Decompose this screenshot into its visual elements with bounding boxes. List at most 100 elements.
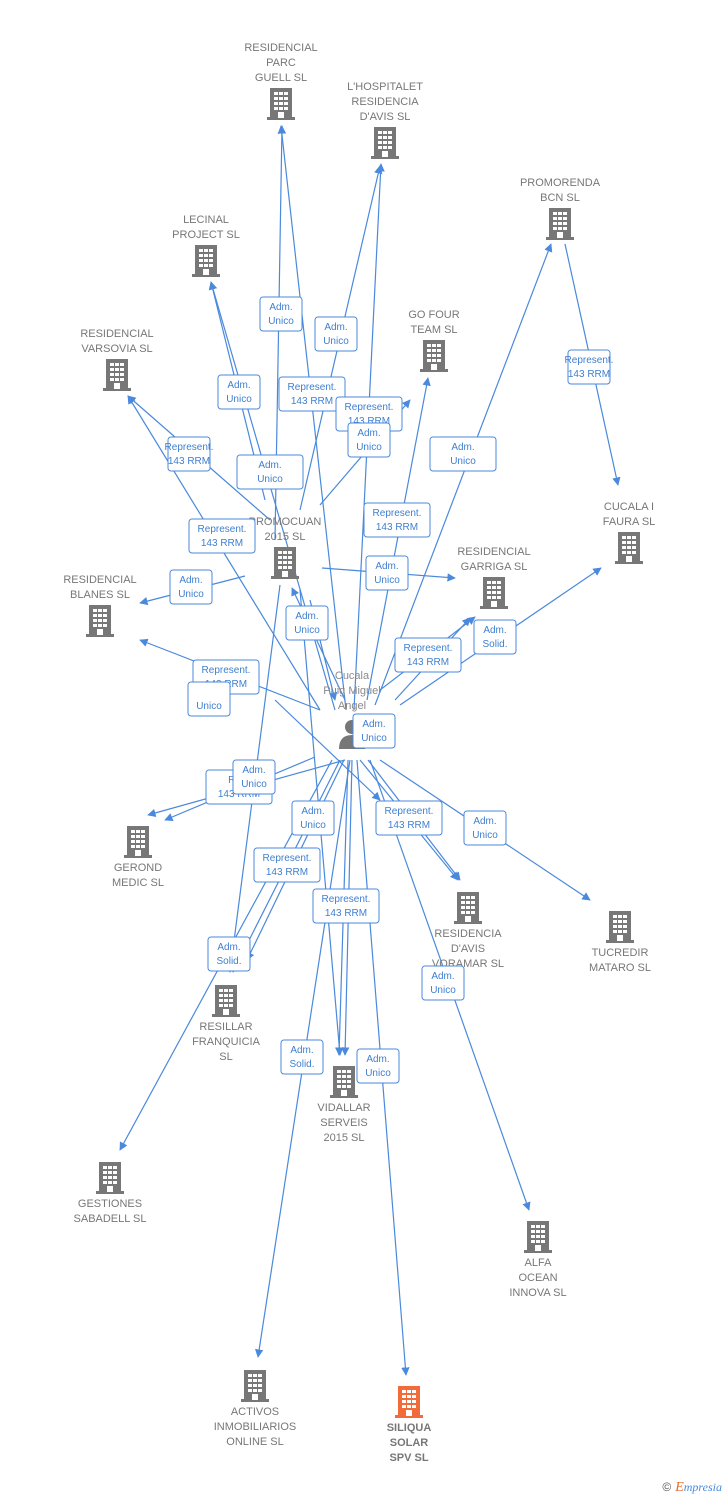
copyright-symbol: © bbox=[662, 1480, 672, 1494]
company-label-line: OCEAN bbox=[518, 1272, 557, 1284]
edge-label-text: Represent. bbox=[165, 442, 214, 453]
edge-label-text: Represent. bbox=[345, 402, 394, 413]
edge-label-text: 143 RRM bbox=[376, 522, 418, 533]
edge-label-l19[interactable]: Adm.Unico bbox=[352, 713, 396, 749]
company-label-line: SPV SL bbox=[389, 1452, 428, 1464]
company-label-line: INMOBILIARIOS bbox=[214, 1421, 297, 1433]
edge-label-l20[interactable]: Unico bbox=[187, 681, 231, 717]
company-label-line: GARRIGA SL bbox=[461, 561, 528, 573]
edge-label-l10[interactable]: Adm.Unico bbox=[236, 454, 304, 490]
edge-label-text: Solid. bbox=[216, 956, 241, 967]
company-label-line: RESIDENCIA bbox=[434, 928, 502, 940]
edge-label-text: Represent. bbox=[373, 508, 422, 519]
edge-label-text: Adm. bbox=[258, 460, 281, 471]
company-label-line: RESIDENCIAL bbox=[244, 42, 317, 54]
edge-label-text: Adm. bbox=[366, 1054, 389, 1065]
edge-label-l11[interactable]: Represent. 143 RRM bbox=[363, 502, 431, 538]
edge-label-l22[interactable]: Adm.Unico bbox=[232, 759, 276, 795]
edge-label-l2[interactable]: Adm.Unico bbox=[314, 316, 358, 352]
edge-label-l4[interactable]: Represent.143 RRM bbox=[278, 376, 346, 412]
edge-label-text: Unico bbox=[323, 336, 349, 347]
company-label-line: PROJECT SL bbox=[172, 229, 240, 241]
company-label-line: GO FOUR bbox=[408, 309, 459, 321]
building-icon bbox=[615, 532, 643, 564]
edge-label-text: Adm. bbox=[179, 575, 202, 586]
brand-footer[interactable]: ©Empresia bbox=[662, 1480, 722, 1496]
edge-label-text: Adm. bbox=[451, 442, 474, 453]
edge-label-l13[interactable]: Adm.Unico bbox=[365, 555, 409, 591]
edge-label-l12[interactable]: Represent.143 RRM bbox=[188, 518, 256, 554]
edge-label-l15[interactable]: Adm.Unico bbox=[285, 605, 329, 641]
edge-label-l30[interactable]: Adm.Solid. bbox=[280, 1039, 324, 1075]
edge-label-l9[interactable]: Represent.143 RRM bbox=[165, 436, 214, 472]
edge-label-l31[interactable]: Adm. Unico bbox=[356, 1048, 400, 1084]
edge-label-text: 143 RRM bbox=[568, 369, 610, 380]
edge-label-l29[interactable]: Adm.Unico bbox=[421, 965, 465, 1001]
edge-label-l17[interactable]: Adm.Solid. bbox=[473, 619, 517, 655]
edge-label-l1[interactable]: Adm.Unico bbox=[259, 296, 303, 332]
brand-name: mpresia bbox=[683, 1480, 722, 1494]
edge-label-text: Represent. bbox=[565, 355, 614, 366]
company-label-line: MEDIC SL bbox=[112, 877, 164, 889]
building-icon bbox=[192, 245, 220, 277]
edge-label-l7[interactable]: Adm.Unico bbox=[429, 436, 497, 472]
company-label-line: ONLINE SL bbox=[226, 1436, 283, 1448]
edge-label-l16[interactable]: Represent.143 RRM bbox=[394, 637, 462, 673]
edge-label-l6[interactable]: Adm.Unico bbox=[347, 422, 391, 458]
company-label-line: SOLAR bbox=[390, 1437, 429, 1449]
edge-label-text: Adm. bbox=[295, 611, 318, 622]
company-label-line: FAURA SL bbox=[603, 516, 656, 528]
edge-label-l24[interactable]: Represent.143 RRM bbox=[375, 800, 443, 836]
edge-label-text: Unico bbox=[196, 701, 222, 712]
edge-label-text: Represent. bbox=[263, 853, 312, 864]
edge-label-text: Represent. bbox=[322, 894, 371, 905]
edge-label-l28[interactable]: Adm. Solid. bbox=[207, 936, 251, 972]
company-label-line: MATARO SL bbox=[589, 962, 651, 974]
company-label-line: RESIDENCIAL bbox=[80, 328, 153, 340]
edge-label-text: 143 RRM bbox=[266, 867, 308, 878]
edge-label-l27[interactable]: Represent.143 RRM bbox=[312, 888, 380, 924]
edge-label-l3[interactable]: Adm.Unico bbox=[217, 374, 261, 410]
edge-label-text: Adm. bbox=[375, 561, 398, 572]
edge-label-text: Unico bbox=[300, 820, 326, 831]
edge-label-l26[interactable]: Represent. 143 RRM bbox=[253, 847, 321, 883]
edge-label-text: Adm. bbox=[290, 1045, 313, 1056]
building-icon bbox=[241, 1370, 269, 1402]
company-label-line: GEROND bbox=[114, 862, 162, 874]
building-icon bbox=[212, 985, 240, 1017]
edge-label-l25[interactable]: Adm.Unico bbox=[463, 810, 507, 846]
edge-label-l8[interactable]: Represent. 143 RRM bbox=[565, 349, 614, 385]
edge-label-text: Unico bbox=[365, 1068, 391, 1079]
edge-label-text: Represent. bbox=[404, 643, 453, 654]
edge-label-text: Adm. bbox=[357, 428, 380, 439]
edge-label-text: 143 RRM bbox=[201, 538, 243, 549]
relation-edge bbox=[274, 699, 381, 801]
company-label-line: 2015 SL bbox=[265, 531, 306, 543]
edge-labels-layer: Adm.UnicoAdm.UnicoAdm.UnicoRepresent.143… bbox=[165, 296, 614, 1084]
edge-label-text: Adm. bbox=[217, 942, 240, 953]
edge-label-text: 143 RRM bbox=[388, 820, 430, 831]
edge-label-l14[interactable]: Adm.Unico bbox=[169, 569, 213, 605]
company-node-gerond-medic[interactable]: GEROND MEDIC SL bbox=[112, 826, 164, 889]
edge-label-l23[interactable]: Adm.Unico bbox=[291, 800, 335, 836]
